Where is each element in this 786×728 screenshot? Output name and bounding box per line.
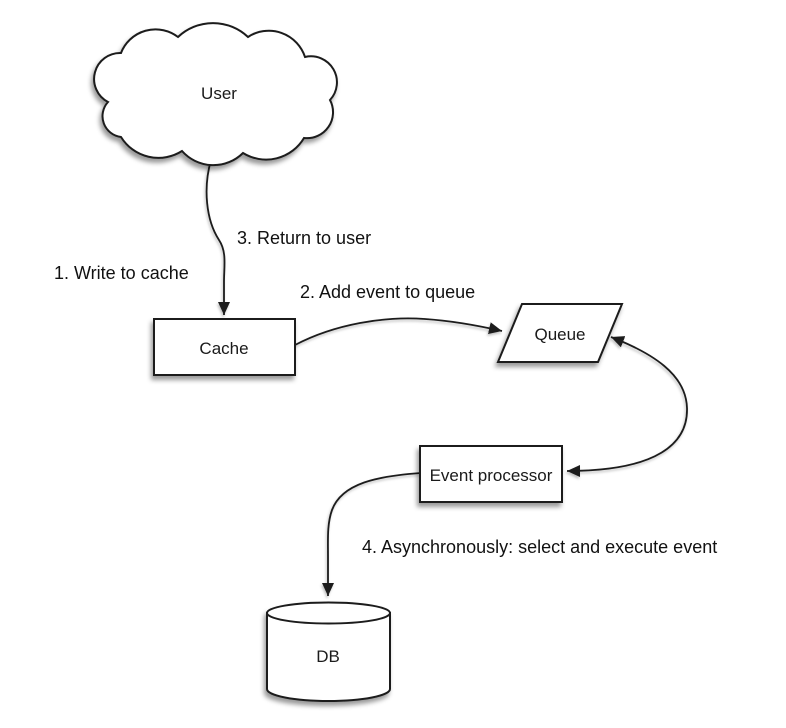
node-user: User (93, 22, 338, 167)
rectangle-shape (153, 318, 296, 376)
edge-label-async-execute: 4. Asynchronously: select and execute ev… (362, 537, 717, 557)
nodes-layer: User Cache Queue Event processor DB (93, 22, 624, 702)
node-cache: Cache (153, 318, 296, 376)
edge-label-write-to-cache: 1. Write to cache (54, 263, 189, 283)
edge-cache-to-queue (294, 317, 503, 346)
node-event-processor: Event processor (419, 445, 563, 503)
edge-label-add-event-to-queue: 2. Add event to queue (300, 282, 475, 302)
edge-queue-event-processor-bidirectional (566, 336, 688, 477)
edges-layer (205, 159, 688, 596)
rectangle-shape (419, 445, 563, 503)
node-db-label: DB (316, 647, 340, 666)
cloud-shape (93, 22, 338, 167)
node-cache-label: Cache (199, 339, 248, 358)
node-event-processor-label: Event processor (430, 466, 553, 485)
cylinder-body-shape (266, 612, 391, 702)
node-queue: Queue (496, 303, 624, 363)
node-queue-label: Queue (534, 325, 585, 344)
node-user-label: User (201, 84, 237, 103)
edge-label-return-to-user: 3. Return to user (237, 228, 371, 248)
parallelogram-shape (496, 303, 624, 363)
edge-user-to-cache (205, 159, 230, 315)
node-db: DB (266, 601, 391, 702)
cylinder-top-shape (266, 601, 391, 625)
edge-event-processor-to-db (322, 472, 422, 596)
edge-labels-layer: 1. Write to cache 3. Return to user 2. A… (54, 228, 717, 557)
